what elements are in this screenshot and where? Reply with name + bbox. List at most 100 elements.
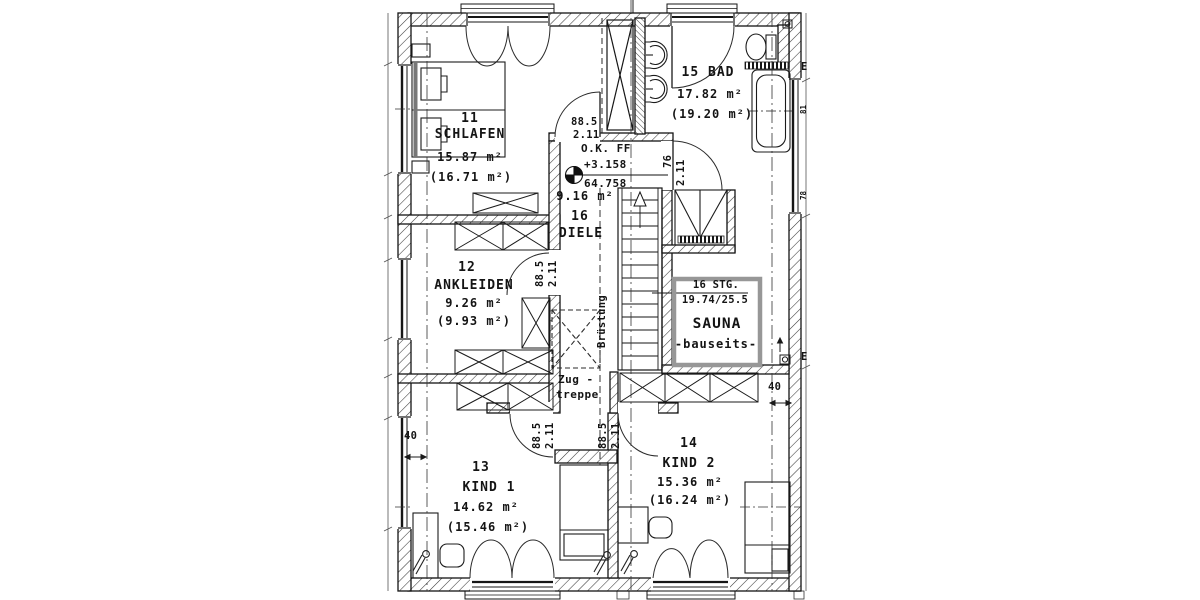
door-bad-landing [672, 140, 723, 191]
door-kind1 [509, 413, 554, 458]
washbasin-1 [644, 40, 668, 70]
window-right-bad [789, 78, 801, 214]
dim-40-left [403, 453, 428, 461]
door-bad-top [671, 25, 735, 89]
sauna-enclosure [671, 276, 763, 368]
attic-stair-symbol [551, 309, 601, 369]
washbasin-2 [644, 74, 668, 104]
french-door-schlafen [465, 25, 509, 67]
sauna-label: SAUNA [692, 316, 742, 332]
window-top-schlafen [460, 3, 555, 26]
dim-door-width-kind1: 88.5 [531, 422, 543, 450]
railing-label: Brüstung [596, 295, 608, 348]
window-left-schlafen [398, 64, 411, 174]
room-area-ankleiden: 9.26 m² [445, 296, 503, 310]
floor-lamp-3 [620, 550, 638, 575]
stair-direction-arrow [633, 190, 647, 207]
room-number-schlafen: 11 [461, 111, 479, 126]
room-title-bad: 15 BAD [681, 65, 735, 80]
room-gross-area-schlafen: (16.71 m²) [429, 170, 513, 184]
bed-kind1 [559, 464, 609, 561]
door-ankleiden [506, 252, 550, 296]
windows [398, 3, 801, 600]
dim-right-top: 81 [799, 104, 808, 114]
dim-door-width-kind2: 88.5 [597, 422, 609, 450]
room-area-kind1: 14.62 m² [453, 500, 519, 514]
furniture [411, 43, 791, 579]
dim-40-right [768, 336, 793, 407]
door-schlafen-diele [554, 91, 601, 138]
dim-door-width-bad: 76 [662, 154, 674, 168]
level-marker-title: O.K. FF [581, 142, 631, 155]
level-below: 64.758 [584, 177, 627, 190]
room-number-ankleiden: 12 [458, 260, 476, 275]
window-top-bad [666, 3, 738, 26]
room-number-diele: 16 [571, 209, 589, 224]
dim-door-height-kind2: 2.11 [610, 422, 622, 450]
level-above: +3.158 [584, 158, 627, 171]
desk-kind1 [412, 512, 439, 579]
dim-door-height-bad: 2.11 [675, 159, 687, 187]
dim-door-height-kind1: 2.11 [544, 422, 556, 450]
dim-door-width-schlafen: 88.5 [571, 116, 598, 128]
dim-door-width-ankleiden: 88.5 [534, 260, 546, 288]
nightstand-top [411, 43, 431, 58]
closets [454, 192, 759, 411]
window-left-ankleiden [398, 258, 411, 340]
room-name-schlafen: SCHLAFEN [434, 127, 506, 142]
outlet-symbol-1 [779, 354, 791, 365]
room-area-schlafen: 15.87 m² [437, 150, 503, 164]
room-number-kind1: 13 [472, 460, 490, 475]
window-left-kind1 [398, 416, 411, 529]
outlet-symbol-2 [782, 19, 793, 29]
radiator [744, 61, 789, 70]
nightstand-bottom [411, 160, 430, 174]
window-bottom-kind1 [464, 580, 561, 600]
misc-symbols [403, 19, 793, 461]
room-name-ankleiden: ANKLEIDEN [434, 278, 514, 293]
door-kind2 [617, 412, 659, 457]
bathroom-fixtures [644, 33, 795, 246]
room-area-bad: 17.82 m² [677, 87, 743, 101]
doors [465, 25, 735, 579]
room-name-kind1: KIND 1 [462, 480, 516, 495]
room-number-kind2: 14 [680, 436, 698, 451]
room-gross-area-kind1: (15.46 m²) [446, 520, 530, 534]
wall-openings [397, 12, 802, 592]
french-door-kind1 [469, 539, 513, 579]
desk-kind2 [617, 506, 649, 544]
bathtub [748, 69, 795, 153]
dim-door-height-schlafen: 2.11 [573, 129, 600, 141]
staircase [617, 187, 748, 371]
edge-mark-top: E [801, 61, 808, 73]
axis-lines [395, 0, 800, 591]
room-gross-area-ankleiden: (9.93 m²) [436, 314, 512, 328]
room-name-kind2: KIND 2 [662, 456, 716, 471]
room-name-diele: DIELE [558, 226, 604, 241]
outer-dimension-lines [383, 0, 811, 600]
room-area-diele: 9.16 m² [556, 189, 614, 203]
shower [674, 189, 728, 246]
sauna-note: -bauseits- [674, 337, 758, 351]
stair-note-line1: 16 STG. [692, 279, 740, 291]
attic-stair-label-2: treppe [556, 388, 599, 401]
attic-stair-label-1: Zug - [558, 373, 594, 386]
dim-door-height-ankleiden: 2.11 [547, 260, 559, 288]
chair-kind1 [439, 543, 465, 568]
toilet [745, 33, 777, 61]
french-door-kind2 [652, 548, 691, 579]
room-gross-area-kind2: (16.24 m²) [648, 493, 732, 507]
room-gross-area-bad: (19.20 m²) [670, 107, 754, 121]
room-area-kind2: 15.36 m² [657, 475, 723, 489]
shaft [601, 18, 634, 133]
chair-kind2 [648, 516, 673, 539]
window-bottom-kind2 [646, 580, 736, 600]
edge-mark-mid: E [801, 351, 808, 363]
level-marker-icon [564, 165, 668, 185]
dim-wall-right: 40 [768, 381, 782, 393]
bed-kind2 [744, 481, 791, 574]
dim-wall-left: 40 [404, 430, 418, 442]
stair-note-line2: 19.74/25.5 [681, 294, 749, 306]
